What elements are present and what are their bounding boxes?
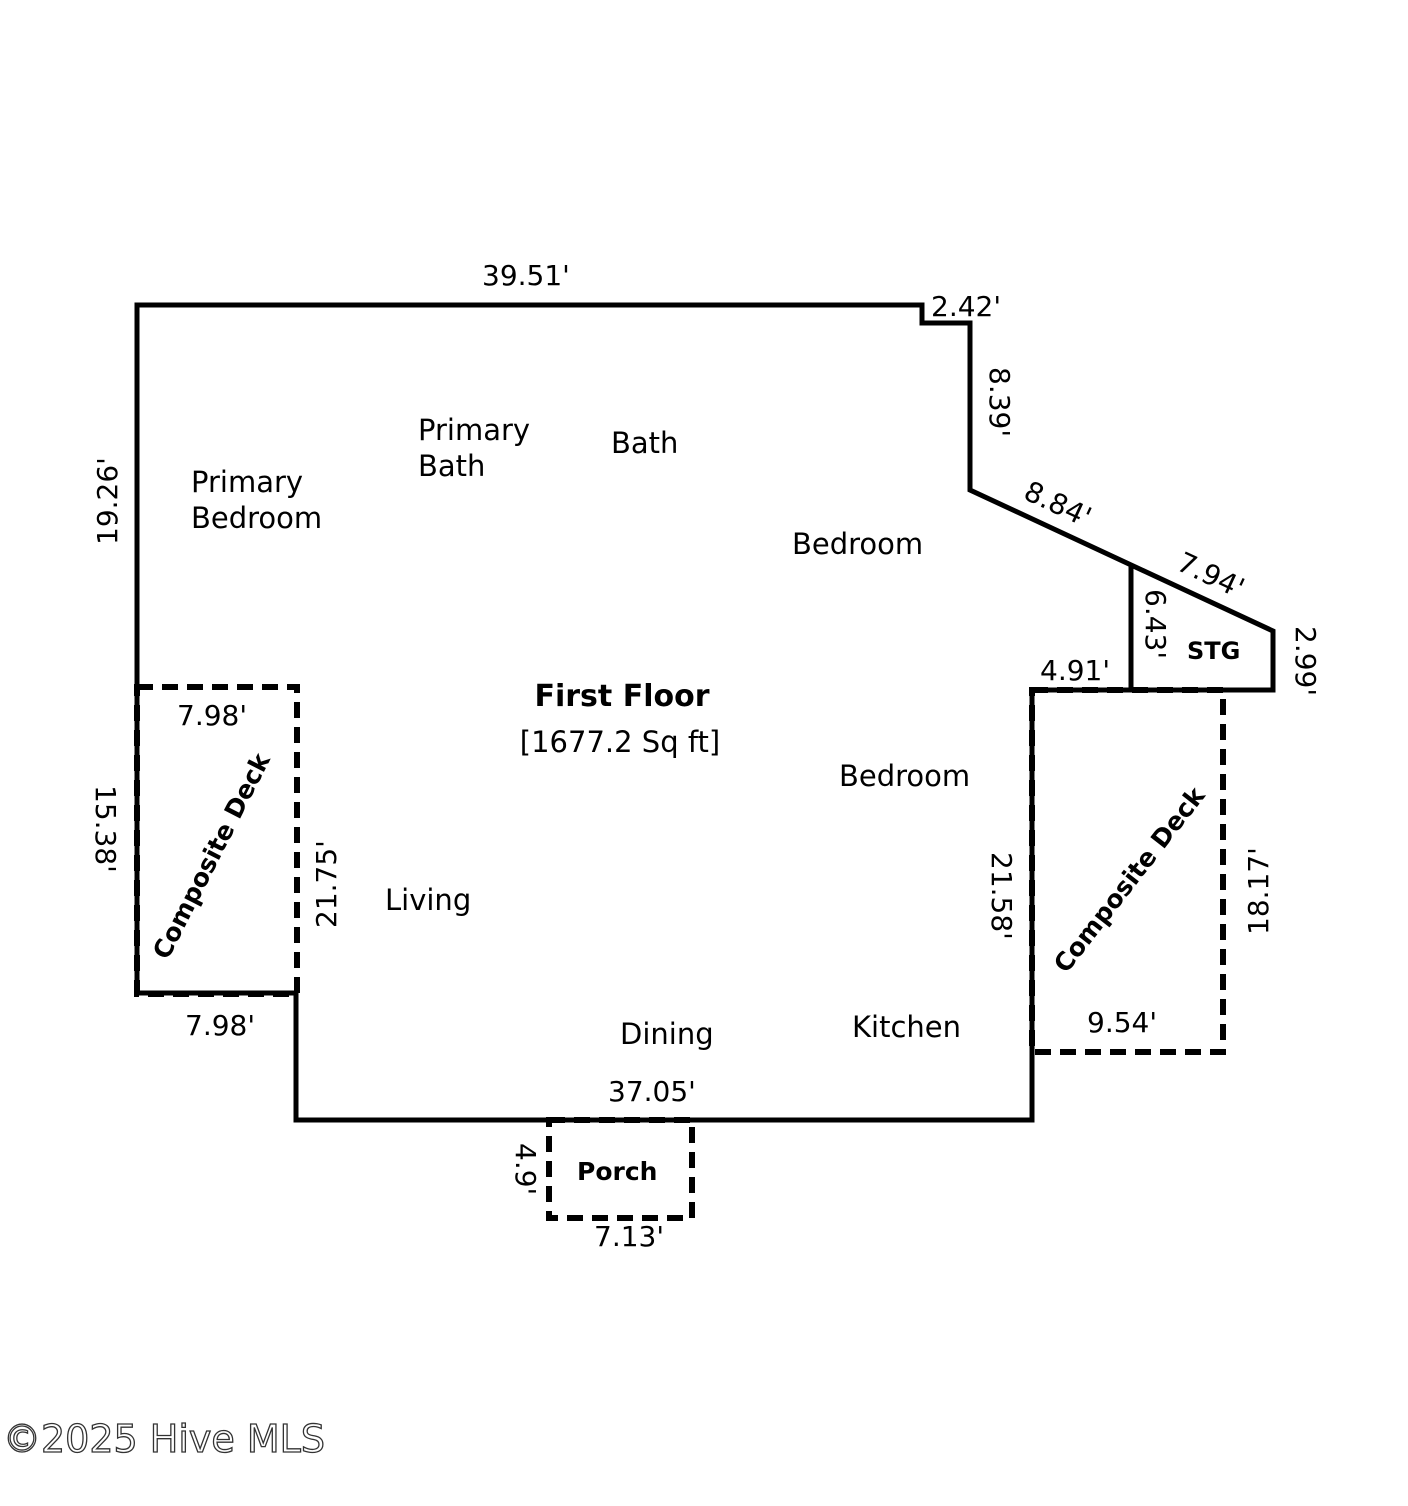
room-primary-bath-line2: Bath <box>418 449 485 483</box>
dim-diagonal-upper: 8.84' <box>1019 474 1096 534</box>
room-primary-bedroom-line1: Primary <box>191 465 303 499</box>
dim-porch-side: 4.9' <box>509 1143 542 1195</box>
floor-title: First Floor <box>534 679 709 714</box>
room-bath: Bath <box>611 426 678 460</box>
dim-deck-right-bottom: 9.54' <box>1087 1006 1157 1039</box>
room-primary-bath-line1: Primary <box>418 413 530 447</box>
dim-deck-right-side: 18.17' <box>1242 847 1275 935</box>
dim-stg-left: 6.43' <box>1139 589 1172 659</box>
dim-left-upper: 19.26' <box>91 457 124 545</box>
dim-stg-right: 2.99' <box>1289 626 1322 696</box>
room-bedroom-lower: Bedroom <box>839 759 970 793</box>
composite-deck-right-label: Composite Deck <box>1048 780 1211 978</box>
dim-top-jog: 2.42' <box>931 290 1001 323</box>
composite-deck-left-label: Composite Deck <box>147 747 276 964</box>
dim-deck-left-side: 15.38' <box>89 785 122 873</box>
composite-deck-left-outline <box>134 684 300 997</box>
dim-right-step: 4.91' <box>1040 654 1110 687</box>
dim-bottom: 37.05' <box>608 1075 696 1108</box>
dim-right-upper: 8.39' <box>983 367 1016 437</box>
dim-left-lower: 21.75' <box>310 840 343 928</box>
watermark: ©2025 Hive MLS <box>3 1417 325 1461</box>
dim-right-lower: 21.58' <box>985 852 1018 940</box>
porch-outline <box>546 1117 695 1221</box>
storage-label: STG <box>1187 637 1240 665</box>
composite-deck-right-outline <box>1029 687 1226 1055</box>
dim-deck-left-top: 7.98' <box>177 699 247 732</box>
room-kitchen: Kitchen <box>852 1010 961 1044</box>
porch-label: Porch <box>577 1157 657 1186</box>
dim-diagonal-lower: 7.94' <box>1172 545 1249 605</box>
room-dining: Dining <box>620 1017 714 1051</box>
dim-top: 39.51' <box>482 259 570 292</box>
room-living: Living <box>385 883 471 917</box>
dim-deck-left-bottom: 7.98' <box>185 1009 255 1042</box>
dim-porch-bottom: 7.13' <box>594 1220 664 1253</box>
room-primary-bedroom-line2: Bedroom <box>191 501 322 535</box>
floor-area: [1677.2 Sq ft] <box>520 725 720 759</box>
room-bedroom-upper: Bedroom <box>792 527 923 561</box>
